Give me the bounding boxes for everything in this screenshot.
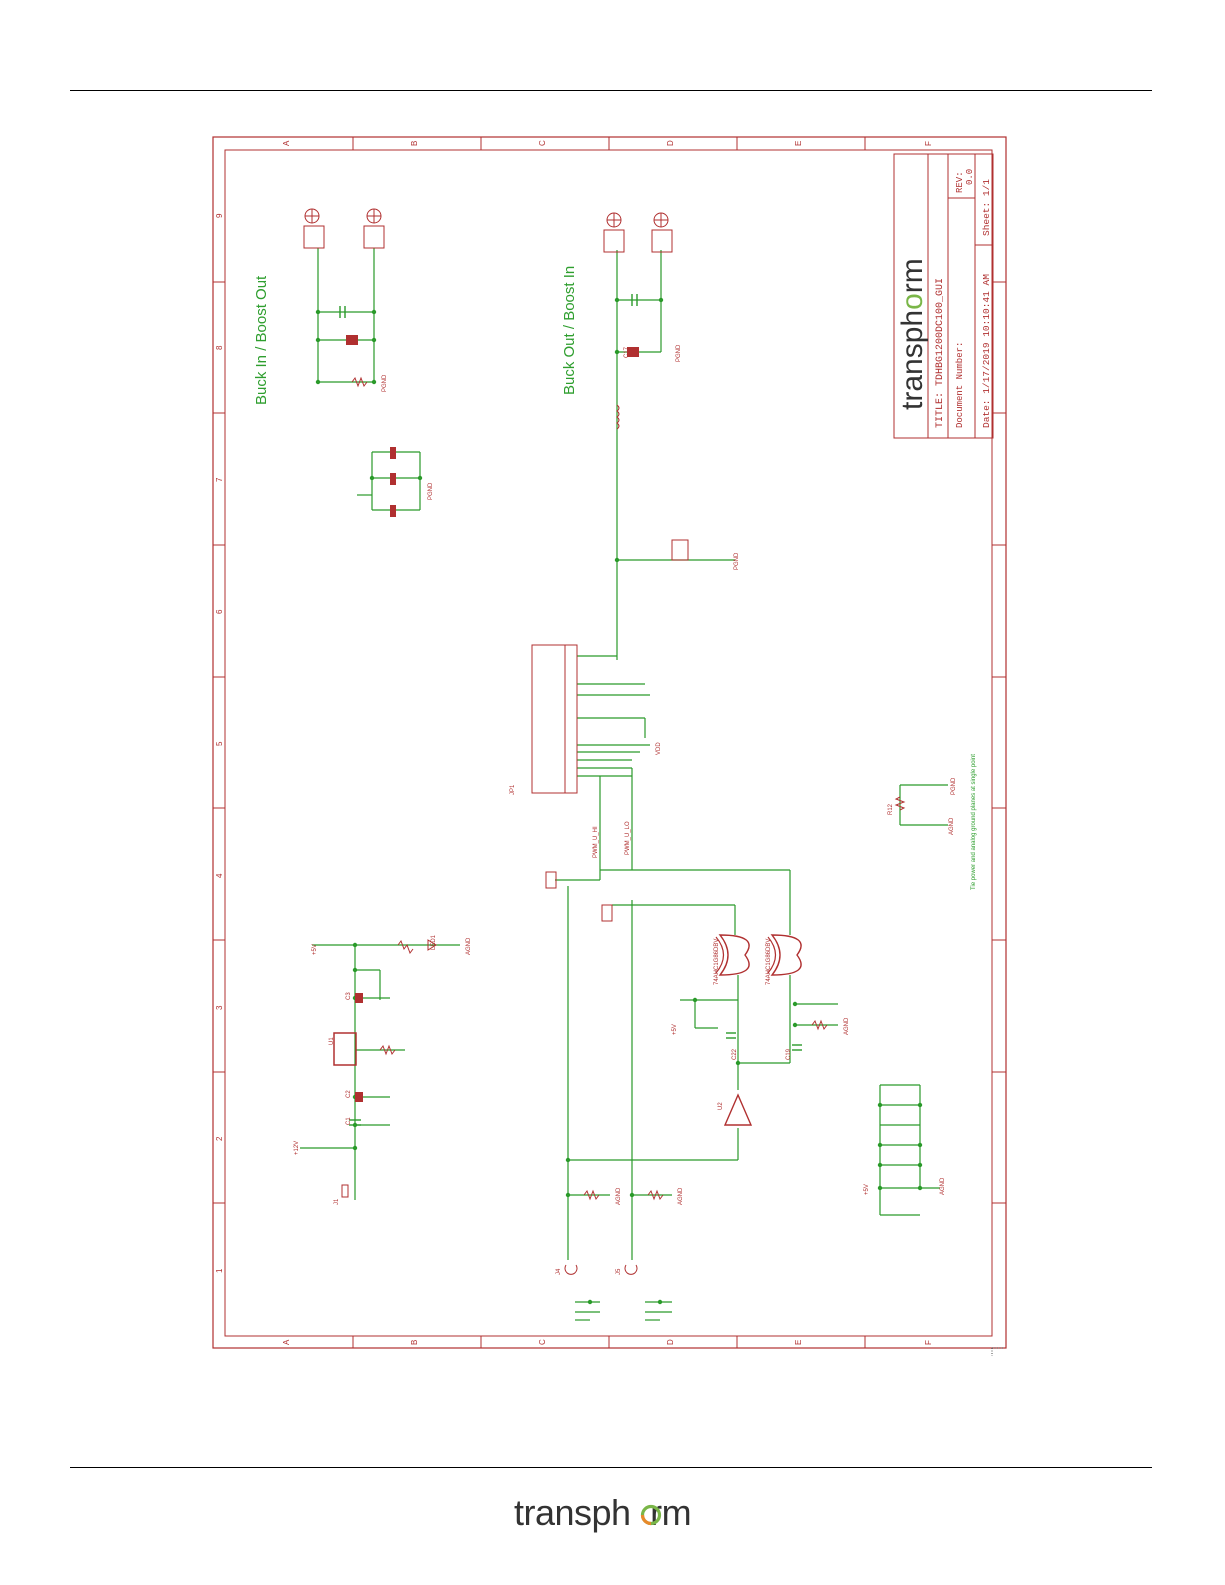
inner-frame <box>224 149 993 1337</box>
label-c3: C3 <box>346 992 352 1000</box>
net-v12: +12V <box>294 1141 300 1155</box>
row-label-8: 8 <box>215 345 224 350</box>
capacitors <box>346 335 639 1102</box>
label-u2: U2 <box>718 1102 724 1110</box>
title-block-date: Date: 1/17/2019 10:10:41 AM <box>981 274 992 428</box>
net-v5-1: +5V <box>312 944 318 955</box>
net-agnd-2: AGND <box>466 937 472 955</box>
col-label-a-bottom: A <box>282 1339 291 1345</box>
col-label-f-top: F <box>924 141 933 146</box>
label-c17: C17 <box>624 346 630 358</box>
label-j1: J1 <box>334 1198 340 1205</box>
capacitor-plates <box>339 294 802 1126</box>
junctions <box>315 297 923 1305</box>
label-c1: C1 <box>346 1117 352 1125</box>
jp1-header <box>531 644 578 794</box>
grounding-note: Tie power and analog ground planes at si… <box>971 754 977 890</box>
col-label-c-bottom: C <box>538 1339 547 1345</box>
u2-buffer <box>723 1093 753 1126</box>
label-led: LED1 <box>431 934 437 950</box>
logo-prefix: transph <box>514 1492 631 1533</box>
col-label-b-bottom: B <box>410 1340 419 1345</box>
parts <box>303 208 906 1275</box>
net-agnd-4: AGND <box>678 1187 684 1205</box>
net-v5-3: +5V <box>864 1184 870 1195</box>
label-c22: C22 <box>732 1048 738 1060</box>
row-label-1: 1 <box>215 1268 224 1273</box>
xor-gate-2 <box>770 934 802 976</box>
xor-gate-1 <box>718 934 750 976</box>
footer-logo: transphorm <box>512 1492 712 1536</box>
col-label-c-top: C <box>538 140 547 146</box>
label-pwm-hi: PWM_U_HI <box>593 826 599 858</box>
wires <box>300 248 948 1321</box>
row-label-7: 7 <box>215 477 224 482</box>
row-label-6: 6 <box>215 609 224 614</box>
section-title-buck-out: Buck Out / Boost In <box>561 266 578 395</box>
label-jp1: JP1 <box>510 784 516 795</box>
net-pgnd-2: PGND <box>428 482 434 500</box>
row-label-3: 3 <box>215 1005 224 1010</box>
net-pgnd-4: PGND <box>734 552 740 570</box>
u1-regulator <box>333 1032 357 1066</box>
label-u1: U1 <box>329 1037 335 1045</box>
row-label-4: 4 <box>215 873 224 878</box>
title-block-title: TITLE: TDHBG1200DC100_GUI <box>935 278 946 428</box>
label-j5: J5 <box>616 1268 622 1275</box>
logo-globe-icon <box>640 1504 662 1526</box>
label-pwm-lo: PWM_U_LO <box>625 821 631 855</box>
section-title-buck-in: Buck In / Boost Out <box>253 275 270 405</box>
row-ticks <box>213 281 1006 1204</box>
col-label-e-top: E <box>794 141 803 146</box>
label-r12: R12 <box>888 803 894 815</box>
title-block <box>893 153 994 439</box>
logo-o: o <box>631 1492 651 1533</box>
label-gate2: 74AHC1G86DBV <box>766 939 772 985</box>
outer-frame <box>212 136 1007 1349</box>
title-block-docnum: Document Number: <box>955 342 965 428</box>
col-label-b-top: B <box>410 141 419 146</box>
title-block-rev-label: REV: <box>955 171 965 193</box>
col-label-e-bottom: E <box>794 1340 803 1345</box>
net-v5-2: +5V <box>672 1024 678 1035</box>
title-block-rev-value: 0.0 <box>965 169 975 185</box>
net-agnd-3: AGND <box>616 1187 622 1205</box>
net-pgnd-1: PGND <box>382 374 388 392</box>
net-agnd-1: AGND <box>949 817 955 835</box>
net-pgnd-5: PGND <box>951 777 957 795</box>
label-j4: J4 <box>556 1268 562 1275</box>
col-label-a-top: A <box>282 140 291 146</box>
row-label-2: 2 <box>215 1136 224 1141</box>
row-label-5: 5 <box>215 741 224 746</box>
net-agnd-5: AGND <box>844 1017 850 1035</box>
logo-suffix: rm <box>650 1492 691 1533</box>
col-label-f-bottom: F <box>924 1340 933 1345</box>
label-c19: C19 <box>786 1048 792 1060</box>
footer-rule <box>70 1467 1152 1468</box>
label-c2: C2 <box>346 1090 352 1098</box>
title-block-sheet: Sheet: 1/1 <box>981 179 992 236</box>
row-label-9: 9 <box>215 213 224 218</box>
svg-text:transphorm: transphorm <box>896 258 929 410</box>
svg-text:transphorm: transphorm <box>514 1492 691 1533</box>
net-pgnd-3: PGND <box>676 344 682 362</box>
header-rule <box>70 90 1152 91</box>
title-block-logo: transphorm <box>896 258 929 410</box>
col-label-d-top: D <box>666 140 675 146</box>
col-label-d-bottom: D <box>666 1339 675 1345</box>
net-agnd-6: AGND <box>940 1177 946 1195</box>
net-vdd: VDD <box>656 742 662 755</box>
column-ticks <box>352 137 866 1348</box>
label-gate1: 74AHC1G86DBV <box>714 939 720 985</box>
